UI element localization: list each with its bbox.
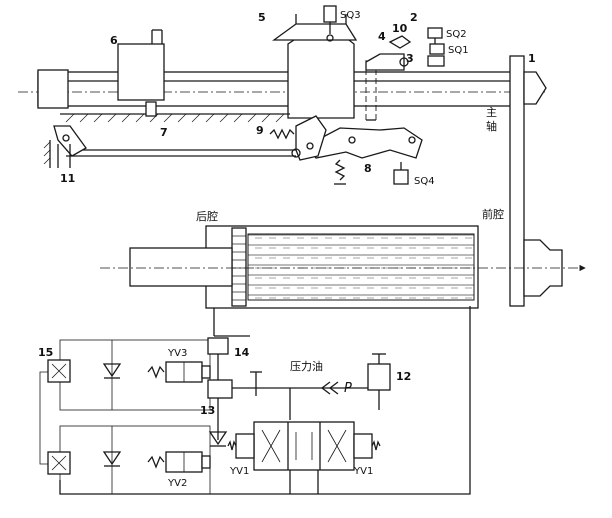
label-yv2: YV2 (167, 478, 187, 489)
label-n9: 9 (256, 124, 264, 137)
piston-rod (129, 247, 233, 287)
limit-switch-sq4 (393, 169, 409, 185)
hydraulic-circuit (39, 306, 471, 495)
label-n4: 4 (378, 30, 386, 43)
hydraulic-cylinder (100, 225, 586, 309)
label-pressure-oil: 压力油 (290, 359, 323, 373)
label-n8: 8 (364, 162, 372, 175)
label-sq4: SQ4 (414, 176, 435, 187)
label-n5: 5 (258, 11, 266, 24)
limit-switch-sq3 (323, 5, 337, 23)
label-spindle-2: 轴 (486, 119, 497, 133)
solenoid-yv1-right (353, 433, 373, 459)
valve-13 (207, 379, 233, 399)
spindle-shaft (37, 71, 521, 107)
label-sq3: SQ3 (340, 10, 361, 21)
label-n3: 3 (406, 52, 414, 65)
valve-14 (207, 337, 229, 355)
mechanical-assembly (18, 5, 547, 307)
check-valve-upper (102, 363, 122, 378)
front-flange (509, 55, 525, 307)
lever-8 (304, 127, 423, 159)
label-n7: 7 (160, 126, 168, 139)
label-n11: 11 (60, 172, 75, 185)
label-n12: 12 (396, 370, 411, 383)
label-yv3: YV3 (167, 348, 187, 359)
solenoid-yv1-left (235, 433, 255, 459)
carriage (287, 35, 355, 119)
label-sq1: SQ1 (448, 45, 469, 56)
label-yv1-right: YV1 (353, 466, 373, 477)
limit-switch-sq2 (427, 27, 443, 39)
label-n1: 1 (528, 52, 536, 65)
cylinder-piston (231, 227, 247, 307)
label-pressure-symbol: P (344, 381, 352, 396)
label-n14: 14 (234, 346, 250, 359)
relief-valve-12 (367, 363, 391, 391)
label-n6: 6 (110, 34, 118, 47)
stop-block (145, 101, 157, 117)
label-spindle-1: 主 (486, 106, 497, 119)
label-yv1-left: YV1 (229, 466, 249, 477)
labels: SQ3 SQ2 SQ1 SQ4 5 2 1 4 10 3 6 7 9 8 11 … (38, 10, 536, 489)
piston-block (117, 43, 165, 101)
label-n2: 2 (410, 11, 418, 24)
label-sq2: SQ2 (446, 29, 467, 40)
limit-switch-sq1 (429, 43, 445, 55)
cylinder-fluid (247, 233, 475, 301)
label-n15: 15 (38, 346, 53, 359)
label-rear-chamber: 后腔 (196, 209, 218, 223)
label-front-chamber: 前腔 (482, 207, 504, 221)
label-n13: 13 (200, 404, 215, 417)
label-n10: 10 (392, 22, 408, 35)
directional-valve-yv1 (253, 421, 355, 471)
